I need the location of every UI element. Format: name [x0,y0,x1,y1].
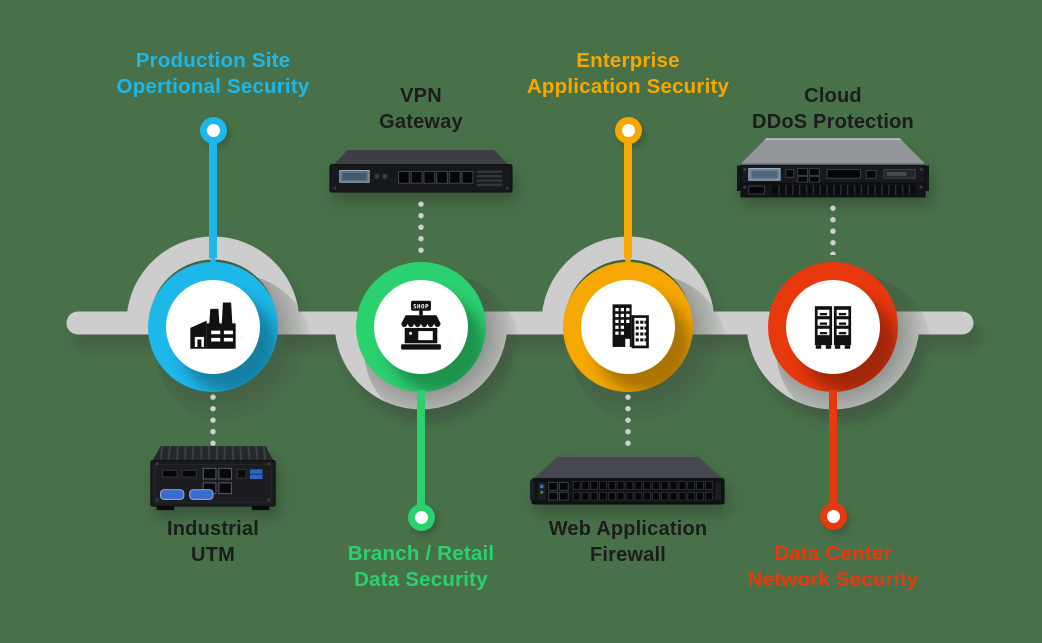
label-pin-dot [414,511,428,524]
dotted-connector [830,205,836,255]
device-label-line1: VPN [400,85,442,107]
label-stem [209,140,217,258]
security-label-line1: Enterprise [576,49,680,72]
label-pin [614,117,642,144]
node-column-enterprise: Enterprise Application Security [488,0,768,643]
security-label-line2: Application Security [526,75,730,98]
device-label-industrial-utm: Industrial UTM [73,516,353,568]
device-label-vpn-gateway: VPN Gateway [281,83,561,135]
label-pin [407,504,435,531]
node-column-branch-retail: VPN Gateway [281,0,561,643]
label-pin [819,503,847,530]
dotted-connector [418,201,424,255]
label-pin-dot [826,510,840,523]
security-label-data-center: Data Center Network Security [693,541,973,593]
dotted-connector [210,394,216,446]
security-label-branch-retail: Branch / Retail Data Security [281,541,561,593]
ddos-protection-device-image [737,138,929,198]
node-ring: SHOP [356,262,486,392]
timeline-node-enterprise [563,248,727,426]
device-label-line1: Industrial [166,518,259,540]
security-label-production-site: Production Site Opertional Security [73,48,353,100]
security-label-line1: Branch / Retail [347,542,495,565]
shop-sign-text: SHOP [413,305,429,311]
timeline-node-production-site [148,248,312,426]
node-face [581,280,675,374]
device-label-web-application-firewall: Web Application Firewall [488,516,768,568]
device-label-cloud-ddos: Cloud DDoS Protection [693,83,973,135]
label-pin [199,117,227,144]
device-label-line1: Cloud [804,85,862,107]
device-label-line1: Web Application [548,518,708,540]
timeline-node-data-center [768,262,932,426]
security-label-line2: Opertional Security [116,75,310,98]
server-racks-icon [814,306,852,349]
vpn-gateway-device-image [329,149,513,193]
node-face: SHOP [374,280,468,374]
shop-icon: SHOP [401,300,441,350]
timeline-node-branch-retail: SHOP [356,262,520,426]
node-ring [768,262,898,392]
node-column-production-site: Production Site Opertional Security [73,0,353,643]
factory-icon [190,302,236,349]
node-column-data-center: Cloud DDoS Protection [693,0,973,643]
security-label-line1: Production Site [135,49,291,72]
security-label-line2: Data Security [354,568,488,591]
device-label-line2: Firewall [589,544,667,566]
dotted-connector [625,394,631,448]
node-ring [563,262,693,392]
device-label-line2: Gateway [379,111,463,133]
label-stem [829,390,837,504]
office-buildings-icon [612,304,649,349]
device-label-line2: DDoS Protection [752,111,914,133]
industrial-utm-device-image [150,445,276,511]
node-face [166,280,260,374]
label-stem [417,390,425,506]
security-label-line1: Data Center [774,542,892,565]
security-label-enterprise: Enterprise Application Security [488,48,768,100]
label-stem [624,140,632,258]
security-label-line2: Network Security [747,568,919,591]
node-ring [148,262,278,392]
label-pin-dot [621,124,635,137]
node-face [786,280,880,374]
label-pin-dot [206,124,220,137]
web-application-firewall-device-image [530,455,725,505]
device-label-line2: UTM [191,544,235,566]
